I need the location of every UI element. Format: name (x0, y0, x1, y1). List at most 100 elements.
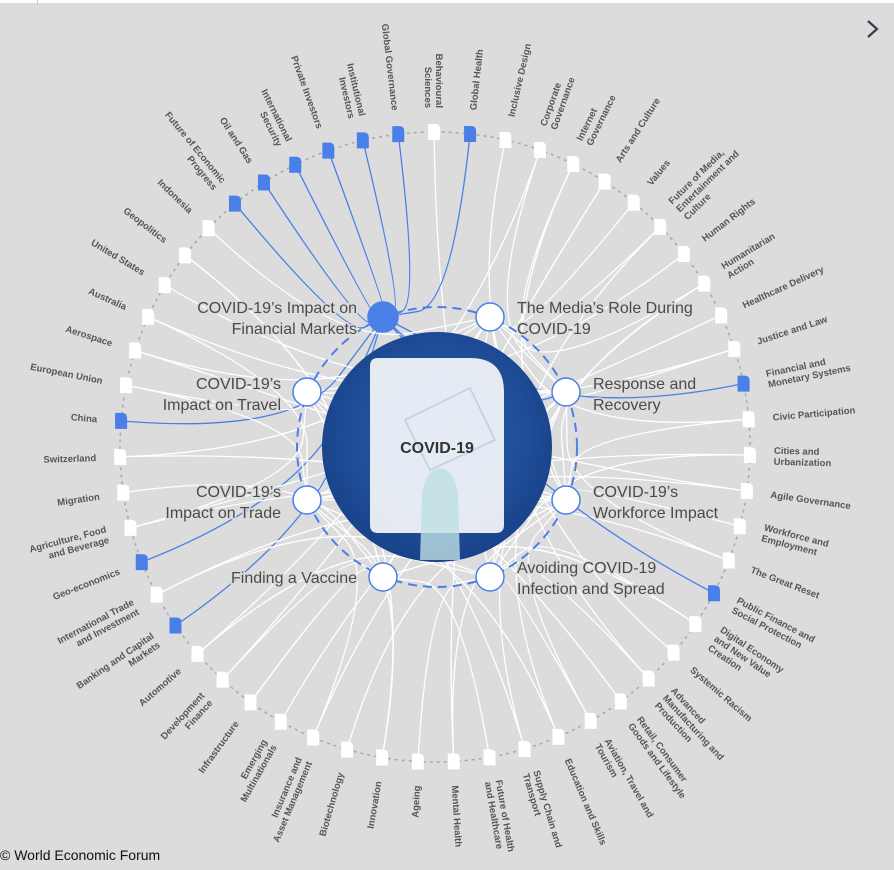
hub-circle[interactable] (367, 301, 399, 333)
topic-label[interactable]: BehaviouralSciences (422, 54, 444, 108)
document-icon[interactable] (158, 277, 171, 294)
topic-label[interactable]: Civic Participation (772, 405, 856, 423)
topic-label[interactable]: Mental Health (449, 785, 464, 848)
center-topic[interactable]: COVID-19 (322, 332, 552, 562)
hub-circle[interactable] (551, 485, 581, 515)
topic-node[interactable]: Financial andMonetary Systems (737, 352, 852, 392)
topic-label[interactable]: United States (89, 238, 147, 279)
topic-label[interactable]: Financial andMonetary Systems (765, 352, 852, 391)
topic-node[interactable]: Geo-economics (51, 554, 148, 603)
topic-label[interactable]: Private Investors (288, 54, 324, 130)
document-icon[interactable] (677, 245, 690, 262)
document-icon[interactable] (115, 412, 128, 429)
topic-label[interactable]: EmergingMultinationals (229, 738, 280, 805)
document-icon[interactable] (322, 142, 335, 159)
document-icon[interactable] (307, 729, 320, 746)
topic-node[interactable]: Future of Healthand Healthcare (482, 749, 516, 855)
document-icon[interactable] (743, 447, 756, 464)
document-icon[interactable] (584, 712, 597, 729)
document-icon[interactable] (179, 247, 192, 264)
document-icon[interactable] (142, 308, 155, 325)
document-icon[interactable] (552, 728, 565, 745)
hub-circle[interactable] (292, 485, 322, 515)
document-icon[interactable] (483, 749, 496, 766)
document-icon[interactable] (289, 156, 302, 173)
topic-node[interactable]: CorporateGovernance (534, 72, 578, 159)
topic-label[interactable]: Biotechnology (318, 771, 347, 838)
document-icon[interactable] (124, 519, 137, 536)
document-icon[interactable] (202, 220, 215, 237)
topic-node[interactable]: United States (89, 238, 171, 294)
document-icon[interactable] (341, 741, 354, 758)
topic-label[interactable]: Values (645, 158, 673, 188)
document-icon[interactable] (742, 411, 755, 428)
topic-label[interactable]: The Great Reset (749, 565, 822, 602)
document-icon[interactable] (447, 753, 460, 770)
hub-circle[interactable] (475, 562, 505, 592)
topic-node[interactable]: InternetGovernance (567, 89, 619, 172)
document-icon[interactable] (737, 375, 750, 392)
topic-label[interactable]: Agriculture, Foodand Beverage (28, 524, 110, 566)
topic-node[interactable]: Migration (57, 484, 130, 509)
topic-label[interactable]: Cities andUrbanization (774, 446, 832, 469)
topic-label[interactable]: Global Health (468, 49, 486, 111)
topic-label[interactable]: Agile Governance (770, 490, 852, 512)
document-icon[interactable] (733, 518, 746, 535)
topic-label[interactable]: Indonesia (155, 177, 195, 216)
topic-label[interactable]: Australia (87, 286, 129, 313)
topic-node[interactable]: Inclusive Design (499, 42, 535, 148)
topic-label[interactable]: Justice and Law (756, 314, 830, 348)
topic-node[interactable]: Australia (87, 286, 155, 325)
document-icon[interactable] (567, 155, 580, 172)
topic-node[interactable]: The Great Reset (722, 552, 822, 602)
topic-label[interactable]: Insurance andAsset Management (261, 755, 316, 845)
document-icon[interactable] (117, 484, 130, 501)
topic-label[interactable]: CorporateGovernance (539, 72, 578, 131)
topic-label[interactable]: InternetGovernance (575, 89, 619, 148)
topic-node[interactable]: BehaviouralSciences (422, 54, 444, 141)
next-chevron-icon[interactable] (862, 16, 884, 42)
document-icon[interactable] (114, 448, 127, 465)
topic-label[interactable]: Geopolitics (121, 206, 169, 246)
topic-node[interactable]: Mental Health (447, 753, 464, 848)
topic-node[interactable]: Innovation (366, 749, 389, 830)
topic-label[interactable]: HumanitarianAction (720, 231, 783, 281)
topic-node[interactable]: Civic Participation (742, 405, 856, 428)
document-icon[interactable] (698, 275, 711, 292)
document-icon[interactable] (150, 586, 163, 603)
document-icon[interactable] (707, 585, 720, 602)
topic-node[interactable]: Cities andUrbanization (743, 446, 832, 469)
topic-label[interactable]: Infrastructure (197, 719, 242, 776)
hub-label[interactable]: Finding a Vaccine (230, 569, 359, 589)
document-icon[interactable] (614, 693, 627, 710)
topic-node[interactable]: China (70, 412, 128, 429)
topic-label[interactable]: Global Governance (379, 23, 400, 111)
document-icon[interactable] (274, 713, 287, 730)
document-icon[interactable] (689, 616, 702, 633)
topic-label[interactable]: Ageing (410, 785, 423, 818)
document-icon[interactable] (428, 124, 441, 141)
topic-node[interactable]: Agriculture, Foodand Beverage (28, 519, 137, 566)
document-icon[interactable] (667, 644, 680, 661)
topic-label[interactable]: Oil and Gas (217, 116, 255, 166)
document-icon[interactable] (715, 307, 728, 324)
document-icon[interactable] (244, 694, 257, 711)
document-icon[interactable] (654, 218, 667, 235)
topic-node[interactable]: Workforce andEmployment (733, 518, 830, 560)
document-icon[interactable] (356, 132, 369, 149)
document-icon[interactable] (169, 617, 182, 634)
topic-label[interactable]: Future of Healthand Healthcare (482, 779, 516, 855)
topic-label[interactable]: InstitutionalInvestors (333, 62, 367, 119)
topic-label[interactable]: European Union (29, 362, 103, 387)
document-icon[interactable] (257, 174, 270, 191)
